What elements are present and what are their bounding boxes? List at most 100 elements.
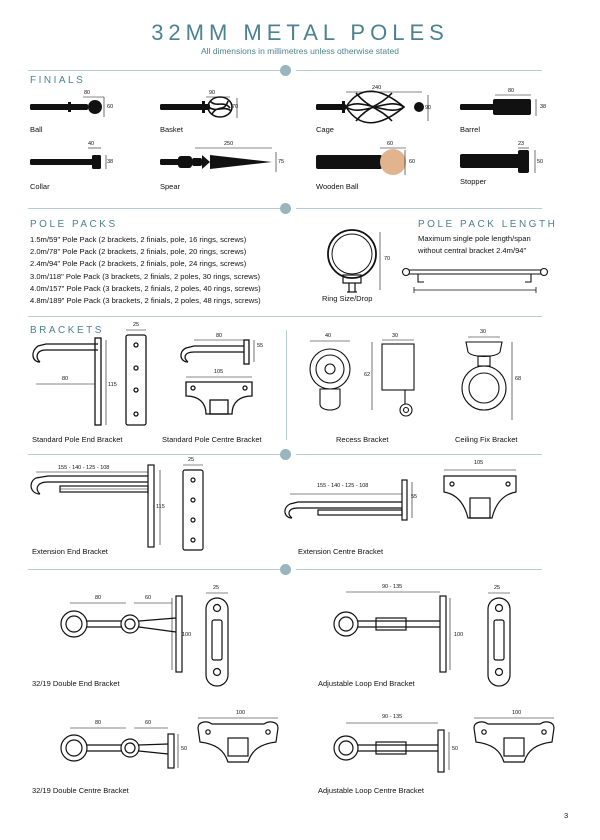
dim-wooden-ball-height: 60 — [409, 159, 416, 165]
dim-extension-centre-width: 105 — [474, 460, 484, 466]
dim-adjustable-centre-height: 50 — [452, 746, 459, 752]
ceiling-bracket-label: Ceiling Fix Bracket — [455, 435, 518, 444]
dim-standard-centre-width: 105 — [214, 369, 224, 375]
adjustable-end-bracket-drawing — [333, 591, 511, 687]
pole-packs-heading: POLE PACKS — [30, 219, 118, 230]
divider — [28, 208, 280, 209]
list-item: 4.0m/157" Pole Pack (3 brackets, 2 finia… — [30, 283, 261, 293]
divider — [296, 569, 542, 570]
dim-basket-width: 90 — [209, 90, 216, 96]
dim-adjustable-end-height: 100 — [454, 632, 464, 638]
pole-length-line: Maximum single pole length/span — [418, 234, 531, 243]
divider-dot — [280, 449, 291, 460]
dim-standard-end-height: 115 — [108, 382, 117, 388]
dim-ceiling-width: 30 — [480, 329, 487, 335]
finial-barrel-label: Barrel — [460, 125, 481, 134]
dim-double-centre-spacing: 60 — [145, 720, 152, 726]
dim-double-centre-height: 50 — [181, 746, 188, 752]
dim-adjustable-centre-width: 100 — [512, 710, 522, 716]
pole-length-drawing — [401, 267, 549, 293]
recess-bracket-drawing — [309, 339, 415, 417]
divider — [296, 70, 542, 71]
dim-adjustable-end-width: 25 — [494, 585, 501, 591]
brackets-heading: BRACKETS — [30, 325, 104, 336]
wooden-ball — [380, 149, 406, 175]
list-item: 4.8m/189" Pole Pack (3 brackets, 2 finia… — [30, 296, 261, 306]
list-item: 1.5m/59" Pole Pack (2 brackets, 2 finial… — [30, 235, 247, 244]
dim-recess-width: 40 — [325, 333, 332, 339]
finial-ball-label: Ball — [30, 125, 43, 134]
dim-barrel-height: 38 — [540, 104, 547, 110]
ball-finial — [30, 100, 102, 114]
barrel-finial — [460, 99, 531, 115]
stopper-finial — [460, 150, 529, 173]
standard-centre-bracket-label: Standard Pole Centre Bracket — [162, 435, 262, 444]
dim-extension-end-height: 115 — [156, 504, 165, 510]
dim-ceiling-height: 68 — [515, 376, 522, 382]
dim-cage-height: 90 — [425, 105, 432, 111]
dim-double-end-height: 100 — [182, 632, 192, 638]
list-item: 2.0m/78" Pole Pack (2 brackets, 2 finial… — [30, 247, 247, 257]
finial-collar-label: Collar — [30, 182, 50, 191]
divider-dot — [280, 203, 291, 214]
dim-double-centre-projection: 80 — [95, 720, 102, 726]
ceiling-bracket-drawing — [461, 336, 513, 420]
dim-barrel-width: 80 — [508, 88, 515, 94]
dim-ball-width: 80 — [84, 90, 91, 96]
dim-ring-drop: 70 — [384, 256, 391, 262]
dim-extension-centre-projection: 155 - 140 - 125 - 108 — [317, 483, 369, 489]
finial-basket-label: Basket — [160, 125, 183, 134]
page-subtitle: All dimensions in millimetres unless oth… — [201, 46, 399, 56]
extension-end-bracket-label: Extension End Bracket — [32, 547, 108, 556]
dim-collar-width: 40 — [88, 141, 95, 147]
list-item: 2.4m/94" Pole Pack (2 brackets, 2 finial… — [30, 259, 247, 269]
dim-recess-height: 62 — [364, 372, 371, 378]
divider — [28, 569, 280, 570]
finial-wooden-ball-label: Wooden Ball — [316, 182, 359, 191]
divider — [28, 316, 542, 317]
extension-end-bracket-drawing — [30, 464, 204, 551]
dim-collar-height: 38 — [107, 159, 114, 165]
standard-centre-bracket-drawing — [180, 339, 255, 415]
double-end-bracket-drawing — [60, 592, 229, 687]
dim-cage-width: 240 — [372, 85, 382, 91]
pole-packs-list: 1.5m/59" Pole Pack (2 brackets, 2 finial… — [30, 234, 261, 307]
divider — [28, 70, 280, 71]
recess-bracket-label: Recess Bracket — [336, 435, 389, 444]
cage-finial — [316, 101, 424, 113]
list-item: 3.0m/118" Pole Pack (3 brackets, 2 finia… — [30, 271, 261, 281]
double-end-bracket-label: 32/19 Double End Bracket — [32, 679, 120, 688]
pole-length-line: without central bracket 2.4m/94" — [418, 246, 527, 255]
double-centre-bracket-label: 32/19 Double Centre Bracket — [32, 786, 129, 795]
dim-double-end-spacing: 60 — [145, 595, 152, 601]
dim-ball-height: 60 — [107, 104, 114, 110]
page-number: 3 — [564, 811, 569, 820]
divider — [296, 208, 542, 209]
collar-finial — [30, 155, 101, 169]
divider-dot — [280, 65, 291, 76]
dim-basket-height: 70 — [232, 104, 239, 110]
dim-extension-end-projection: 155 - 140 - 125 - 108 — [58, 465, 110, 471]
adjustable-centre-bracket-drawing — [333, 717, 555, 773]
dim-stopper-height: 50 — [537, 159, 544, 165]
dim-spear-width: 250 — [224, 141, 234, 147]
column-divider — [286, 330, 287, 440]
divider — [28, 454, 280, 455]
standard-end-bracket-label: Standard Pole End Bracket — [32, 435, 123, 444]
basket-finial — [160, 101, 210, 113]
spear-finial — [160, 155, 272, 169]
adjustable-end-bracket-label: Adjustable Loop End Bracket — [318, 679, 415, 688]
finial-cage-label: Cage — [316, 125, 334, 134]
finial-spear-label: Spear — [160, 182, 181, 191]
extension-centre-bracket-drawing — [284, 469, 517, 521]
standard-end-bracket-drawing — [32, 329, 147, 426]
pole-pack-length-heading: POLE PACK LENGTH — [418, 219, 558, 230]
dim-wooden-ball-width: 60 — [387, 141, 394, 147]
dim-spear-height: 75 — [278, 159, 285, 165]
divider — [296, 454, 542, 455]
dim-recess-depth: 30 — [392, 333, 399, 339]
dim-adjustable-centre-projection: 90 - 135 — [382, 714, 403, 720]
divider-dot — [280, 564, 291, 575]
dim-double-end-projection: 80 — [95, 595, 102, 601]
